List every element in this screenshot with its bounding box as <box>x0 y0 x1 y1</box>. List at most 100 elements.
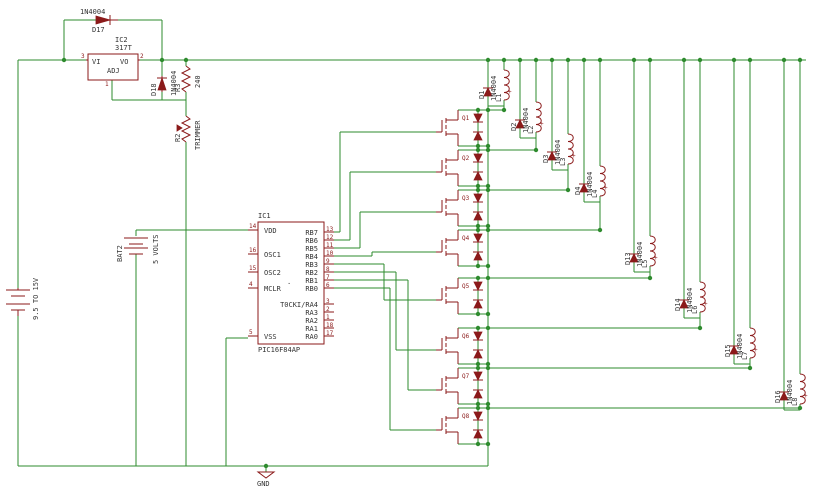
junction-dot <box>485 143 491 149</box>
ic1-pin-rb2: 8 RB2 <box>305 266 334 277</box>
ic1-pin-name: RA3 <box>305 309 318 317</box>
ic1-pin-number: 2 <box>326 306 330 313</box>
junction-dot <box>485 311 491 317</box>
ic1-pin-name: MCLR <box>264 285 282 293</box>
coil-diode-type: 1N4004 <box>786 380 794 405</box>
mosfet-q2: Q2 <box>436 150 483 186</box>
junction-dot <box>485 187 491 193</box>
ic2-vi: VI <box>92 58 100 66</box>
junction-dot <box>475 361 481 367</box>
junction-dot <box>501 107 507 113</box>
junction-dot <box>501 57 507 63</box>
coil-plus: + <box>572 153 576 160</box>
ic1-pin-name: RB0 <box>305 285 318 293</box>
mosfet-label: Q3 <box>462 195 470 202</box>
junction-dot <box>475 147 481 153</box>
junction-dot <box>597 57 603 63</box>
ic1-pin-number: 8 <box>326 266 330 273</box>
coil-diode-name: D15 <box>724 344 732 357</box>
junction-dot <box>597 227 603 233</box>
mosfet-label: Q1 <box>462 115 470 122</box>
ic2-pin-vi: 3 <box>81 53 85 60</box>
ic2-pin-adj: 1 <box>105 81 109 88</box>
coil-label: L6 <box>691 306 699 314</box>
battery-1-value: 9.5 TO 15V <box>32 277 40 320</box>
junction-dot <box>475 365 481 371</box>
wires <box>17 19 806 472</box>
junction-dot <box>485 365 491 371</box>
junction-dot <box>485 325 491 331</box>
junction-dot <box>697 325 703 331</box>
ic1-pin-number: 17 <box>326 330 334 337</box>
r2-name: R2 <box>174 134 182 142</box>
coil-label: L7 <box>741 352 749 360</box>
junction-dot <box>159 57 165 63</box>
ic1-pin-name: OSC1 <box>264 251 281 259</box>
ic1-pin-name: RB2 <box>305 269 318 277</box>
ic2-pin-vo: 2 <box>140 53 144 60</box>
coil-diode-name: D13 <box>624 252 632 265</box>
junction-dot <box>517 57 523 63</box>
ic1-pin-number: 9 <box>326 258 330 265</box>
junction-dot <box>485 183 491 189</box>
ic1-pin-number: 3 <box>326 298 330 305</box>
junction-dot <box>485 275 491 281</box>
mosfet-label: Q7 <box>462 373 470 380</box>
junction-dot <box>475 187 481 193</box>
junction-dot <box>533 57 539 63</box>
coil-label: L8 <box>791 398 799 406</box>
junction-dot <box>565 187 571 193</box>
junction-dot <box>475 441 481 447</box>
r3-value: 240 <box>194 75 202 88</box>
mosfet-q3: Q3 <box>436 190 483 226</box>
coil-diode-name: D14 <box>674 298 682 311</box>
ground-label: GND <box>257 480 270 488</box>
ic1-pin-name: VSS <box>264 333 277 341</box>
battery-1: 9.5 TO 15V <box>6 277 40 320</box>
ic1-pin-number: 4 <box>249 281 253 288</box>
junction-dot <box>731 57 737 63</box>
coil-diode-name: D1 <box>478 91 486 99</box>
d17-name: D17 <box>92 26 105 34</box>
ic1-dot: · <box>287 280 291 288</box>
d18-name: D18 <box>150 83 158 96</box>
mosfet-q4: Q4 <box>436 230 483 266</box>
junction-dot <box>475 227 481 233</box>
ic1-pin-name: RB4 <box>305 253 318 261</box>
junction-dot <box>565 57 571 63</box>
trimmer-r2: R2 TRIMMER <box>174 115 202 150</box>
junction-dot <box>475 263 481 269</box>
junction-dot <box>485 401 491 407</box>
junction-dot <box>475 143 481 149</box>
coil-diode-type: 1N4004 <box>490 76 498 101</box>
ic1-pin-name: RA2 <box>305 317 318 325</box>
ic1-name: IC1 <box>258 212 271 220</box>
coil-plus: + <box>754 347 758 354</box>
mosfet-label: Q2 <box>462 155 470 162</box>
coil-diode-type: 1N4004 <box>636 242 644 267</box>
battery-2: BAT2 5 VOLTS <box>116 234 160 264</box>
ic1-pin-name: OSC2 <box>264 269 281 277</box>
coil-plus: + <box>604 185 608 192</box>
ic1-pin-number: 7 <box>326 274 330 281</box>
junction-dot <box>61 57 67 63</box>
ic1-pin-number: 13 <box>326 226 334 233</box>
junction-dot <box>475 311 481 317</box>
junction-dot <box>581 57 587 63</box>
coil-diode-type: 1N4004 <box>554 140 562 165</box>
ic2-name: IC2 <box>115 36 128 44</box>
junction-dot <box>747 57 753 63</box>
ic1-pin-number: 15 <box>249 265 257 272</box>
coil-diode-type: 1N4004 <box>736 334 744 359</box>
